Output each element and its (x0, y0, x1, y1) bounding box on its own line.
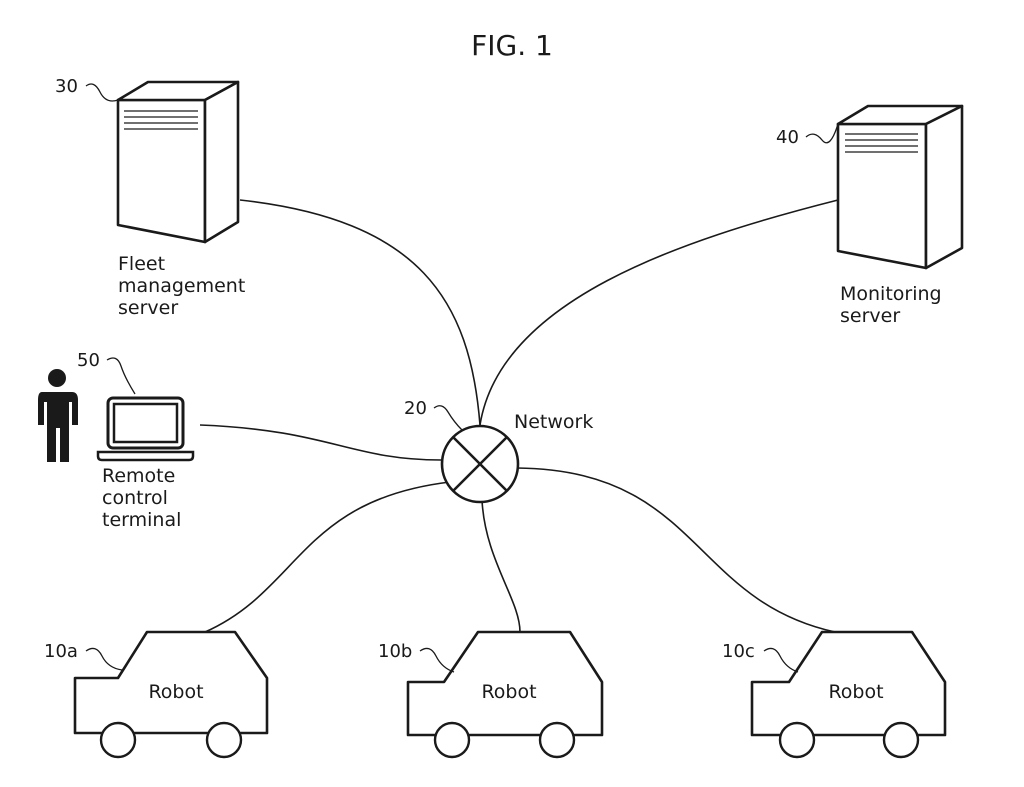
monitoring-server-label-1: Monitoring (840, 283, 942, 305)
fleet-server-leader (85, 83, 119, 102)
robot-a-ref: 10a (44, 641, 78, 662)
robot-b-ref: 10b (378, 641, 412, 662)
robot-c-leader (763, 647, 799, 673)
robot-c-icon (750, 630, 947, 759)
laptop-icon (96, 396, 195, 462)
monitoring-server-icon (836, 104, 964, 270)
remote-terminal-leader (106, 357, 136, 395)
remote-terminal-label-2: control (102, 487, 168, 509)
robot-a-label: Robot (148, 681, 203, 703)
link-monitoring-server (479, 199, 839, 426)
person-icon (38, 369, 78, 462)
fleet-server-label-2: management (118, 275, 245, 297)
robot-b-label: Robot (481, 681, 536, 703)
network-node-icon (440, 424, 520, 504)
fleet-server-ref: 30 (55, 76, 78, 97)
link-remote-terminal (199, 424, 442, 461)
link-robot-b (481, 499, 521, 633)
robot-c-label: Robot (828, 681, 883, 703)
remote-terminal-ref: 50 (77, 350, 100, 371)
link-fleet-server (239, 199, 481, 426)
fleet-server-label-3: server (118, 297, 178, 319)
link-robot-c (516, 467, 836, 633)
monitoring-server-ref: 40 (776, 127, 799, 148)
network-leader (433, 405, 463, 431)
remote-terminal-label-3: terminal (102, 509, 181, 531)
robot-a-icon (73, 630, 269, 759)
network-ref: 20 (404, 398, 427, 419)
network-label: Network (514, 411, 593, 433)
figure-title: FIG. 1 (471, 29, 553, 62)
monitoring-server-leader (805, 123, 839, 144)
monitoring-server-label-2: server (840, 305, 900, 327)
link-robot-a (204, 481, 451, 633)
fleet-server-icon (116, 80, 240, 244)
robot-b-icon (406, 630, 604, 759)
robot-c-ref: 10c (722, 641, 755, 662)
fleet-server-label-1: Fleet (118, 253, 165, 275)
robot-a-leader (85, 647, 123, 671)
remote-terminal-label-1: Remote (102, 465, 175, 487)
robot-b-leader (419, 647, 455, 673)
